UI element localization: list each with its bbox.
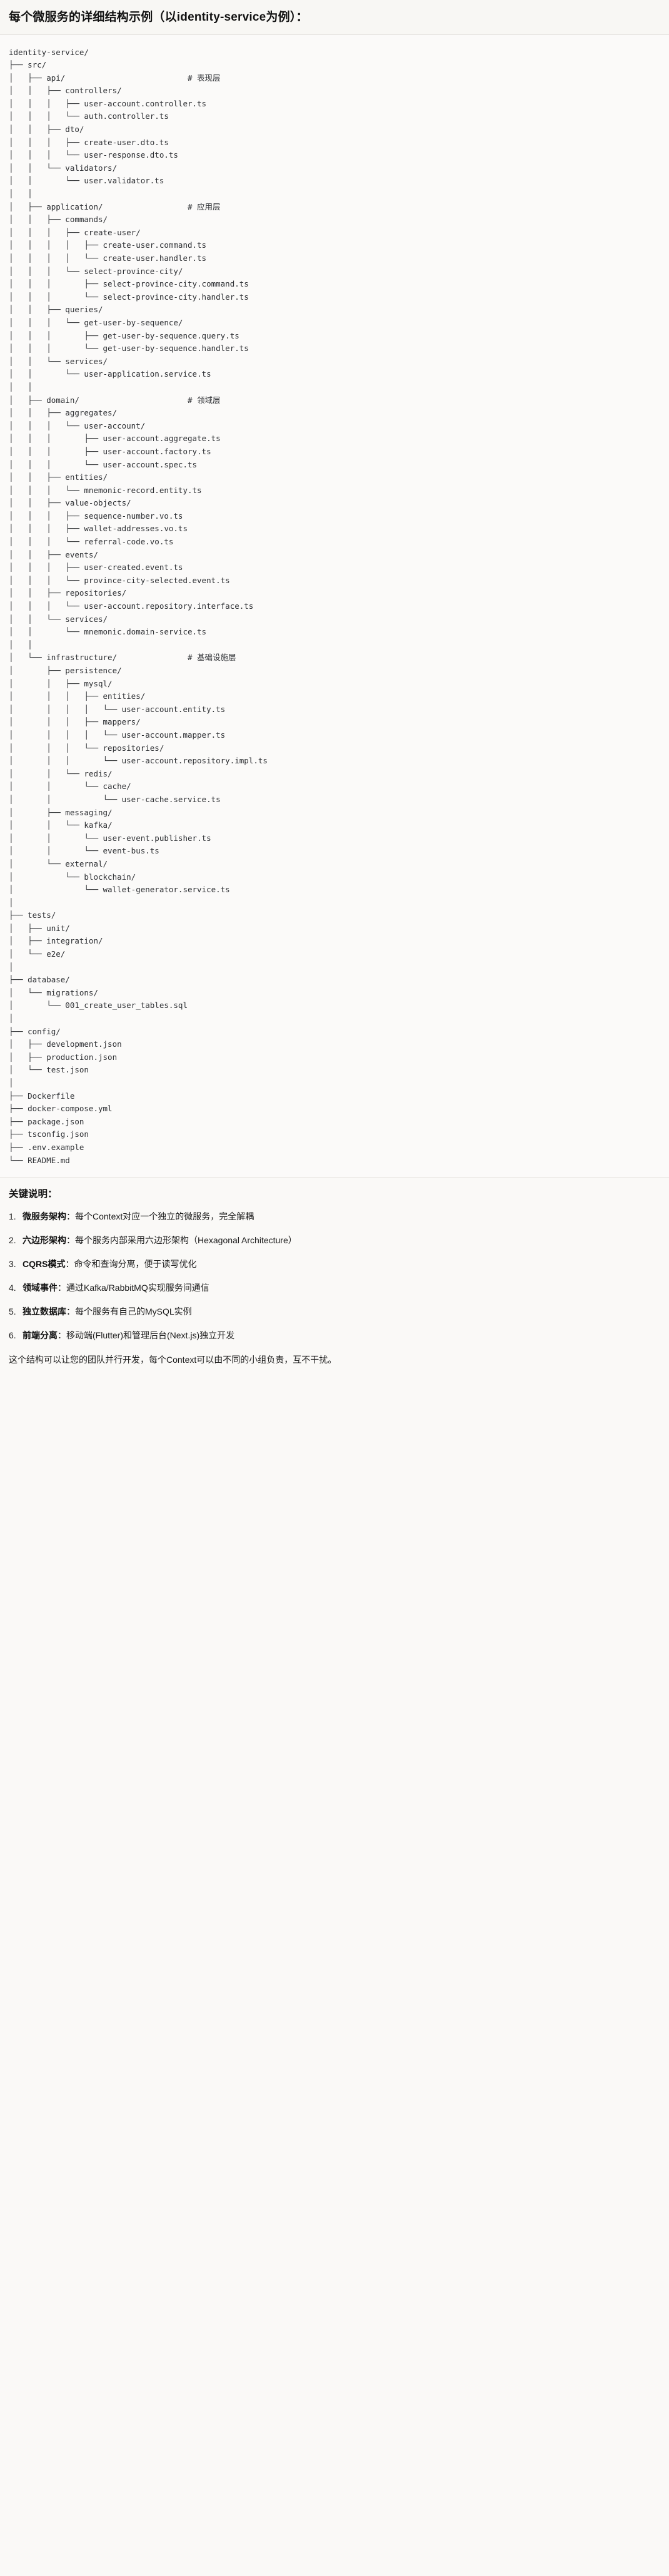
list-item: 前端分离：移动端(Flutter)和管理后台(Next.js)独立开发	[9, 1329, 660, 1342]
key-point-name: 领域事件	[23, 1282, 58, 1293]
list-item: 独立数据库：每个服务有自己的MySQL实例	[9, 1305, 660, 1318]
key-points-list: 微服务架构：每个Context对应一个独立的微服务，完全解耦 六边形架构：每个服…	[9, 1210, 660, 1342]
directory-tree: identity-service/ ├── src/ │ ├── api/ # …	[9, 47, 268, 1165]
key-point-separator: ：	[58, 1330, 66, 1340]
key-point-description: 移动端(Flutter)和管理后台(Next.js)独立开发	[66, 1330, 235, 1340]
list-item: 六边形架构：每个服务内部采用六边形架构（Hexagonal Architectu…	[9, 1234, 660, 1247]
key-point-separator: ：	[66, 1235, 75, 1245]
key-point-separator: ：	[65, 1258, 74, 1269]
list-item: 领域事件：通过Kafka/RabbitMQ实现服务间通信	[9, 1281, 660, 1295]
key-point-description: 命令和查询分离，便于读写优化	[74, 1258, 197, 1269]
key-point-name: 独立数据库	[23, 1306, 66, 1316]
key-point-description: 每个服务内部采用六边形架构（Hexagonal Architecture）	[75, 1235, 297, 1245]
key-point-separator: ：	[66, 1211, 75, 1221]
list-item: 微服务架构：每个Context对应一个独立的微服务，完全解耦	[9, 1210, 660, 1223]
key-point-description: 通过Kafka/RabbitMQ实现服务间通信	[66, 1282, 209, 1293]
document-header: 每个微服务的详细结构示例（以identity-service为例）：	[0, 0, 669, 35]
document-page: 每个微服务的详细结构示例（以identity-service为例）： ident…	[0, 0, 669, 1382]
key-point-separator: ：	[66, 1306, 75, 1316]
key-point-name: 前端分离	[23, 1330, 58, 1340]
directory-tree-block: identity-service/ ├── src/ │ ├── api/ # …	[0, 34, 669, 1178]
key-points-block: 关键说明： 微服务架构：每个Context对应一个独立的微服务，完全解耦 六边形…	[0, 1178, 669, 1382]
closing-note: 这个结构可以让您的团队并行开发，每个Context可以由不同的小组负责，互不干扰…	[9, 1354, 337, 1365]
key-point-separator: ：	[58, 1282, 66, 1293]
key-point-description: 每个服务有自己的MySQL实例	[75, 1306, 192, 1316]
key-point-name: 微服务架构	[23, 1211, 66, 1221]
key-point-description: 每个Context对应一个独立的微服务，完全解耦	[75, 1211, 254, 1221]
key-point-name: 六边形架构	[23, 1235, 66, 1245]
list-item: CQRS模式：命令和查询分离，便于读写优化	[9, 1258, 660, 1271]
page-title: 每个微服务的详细结构示例（以identity-service为例）：	[9, 11, 308, 24]
key-points-title: 关键说明：	[9, 1189, 58, 1200]
key-point-name: CQRS模式	[23, 1258, 66, 1269]
